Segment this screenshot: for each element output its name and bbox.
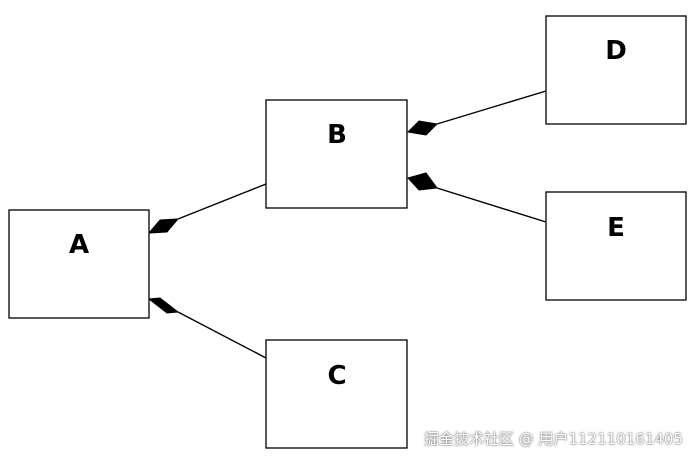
edge-b-e-line — [436, 187, 547, 223]
node-b: B — [265, 99, 408, 209]
edge-b-d-composition-diamond — [406, 120, 439, 136]
watermark-text: 掘金技术社区 @ 用户112110161405 — [423, 430, 683, 448]
node-d: D — [545, 15, 687, 125]
edge-a-c-line — [177, 311, 267, 359]
edge-a-b-line — [177, 183, 267, 220]
node-e-label: E — [607, 213, 625, 243]
edge-b-d-line — [436, 90, 547, 125]
node-b-box — [265, 99, 408, 209]
node-c-box — [265, 339, 408, 449]
node-b-label: B — [327, 120, 347, 150]
node-a: A — [8, 209, 150, 319]
node-d-box — [545, 15, 687, 125]
node-e-box — [545, 191, 687, 301]
node-a-box — [8, 209, 150, 319]
node-c: C — [265, 339, 408, 449]
edge-b-e-composition-diamond — [407, 172, 438, 191]
edge-a-b-composition-diamond — [147, 218, 180, 234]
node-d-label: D — [605, 36, 627, 66]
edge-a-c-composition-diamond — [147, 297, 180, 314]
node-c-label: C — [327, 361, 346, 391]
node-e: E — [545, 191, 687, 301]
node-a-label: A — [69, 230, 89, 260]
